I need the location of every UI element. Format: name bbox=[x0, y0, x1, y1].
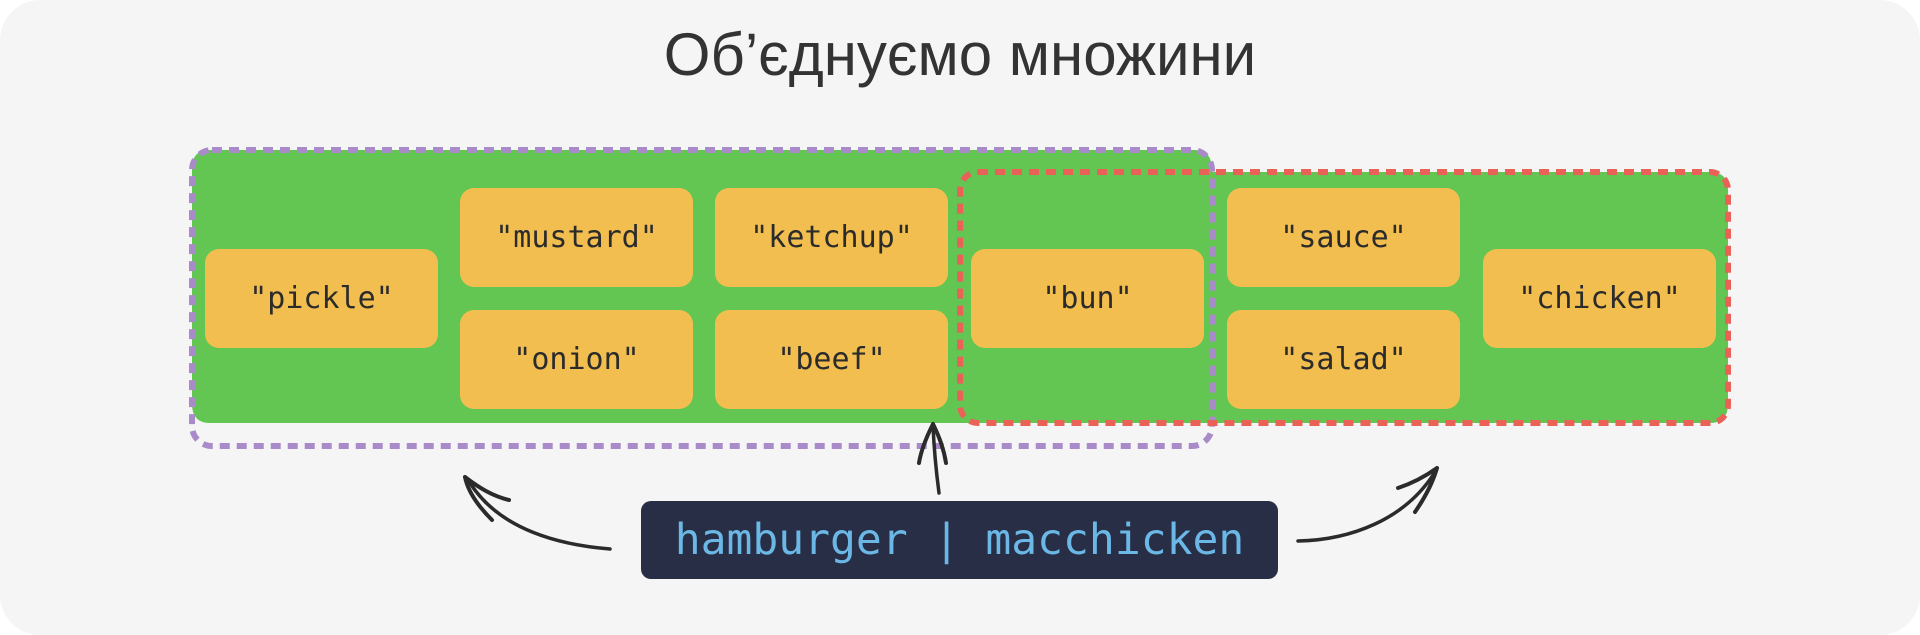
element-beef: "beef" bbox=[715, 310, 948, 409]
element-bun: "bun" bbox=[971, 249, 1204, 348]
hamburger-set-border bbox=[189, 147, 1215, 449]
element-ketchup: "ketchup" bbox=[715, 188, 948, 287]
element-pickle: "pickle" bbox=[205, 249, 438, 348]
arrow-to-macchicken bbox=[1296, 470, 1437, 543]
element-mustard: "mustard" bbox=[460, 188, 693, 287]
arrow-to-hamburger bbox=[468, 481, 612, 551]
element-chicken: "chicken" bbox=[1483, 249, 1716, 348]
arrowhead-hamburger bbox=[463, 475, 511, 522]
element-onion: "onion" bbox=[460, 310, 693, 409]
element-sauce: "sauce" bbox=[1227, 188, 1460, 287]
arrowhead-intersection bbox=[917, 422, 948, 465]
macchicken-set-border bbox=[957, 169, 1731, 426]
arrowhead-macchicken bbox=[1396, 466, 1439, 514]
arrow-to-intersection bbox=[931, 423, 941, 495]
diagram-title: Об’єднуємо множини bbox=[663, 21, 1257, 88]
union-expression: hamburger | macchicken bbox=[641, 501, 1278, 579]
element-salad: "salad" bbox=[1227, 310, 1460, 409]
